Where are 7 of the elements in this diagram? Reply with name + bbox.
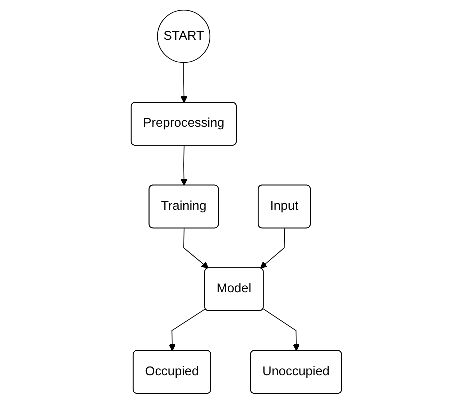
node-circle: START bbox=[158, 10, 211, 64]
arrow bbox=[169, 308, 207, 352]
arrow bbox=[181, 146, 188, 186]
arrow bbox=[184, 228, 210, 269]
arrow bbox=[181, 62, 188, 104]
arrow bbox=[263, 308, 300, 352]
arrow bbox=[260, 228, 286, 269]
